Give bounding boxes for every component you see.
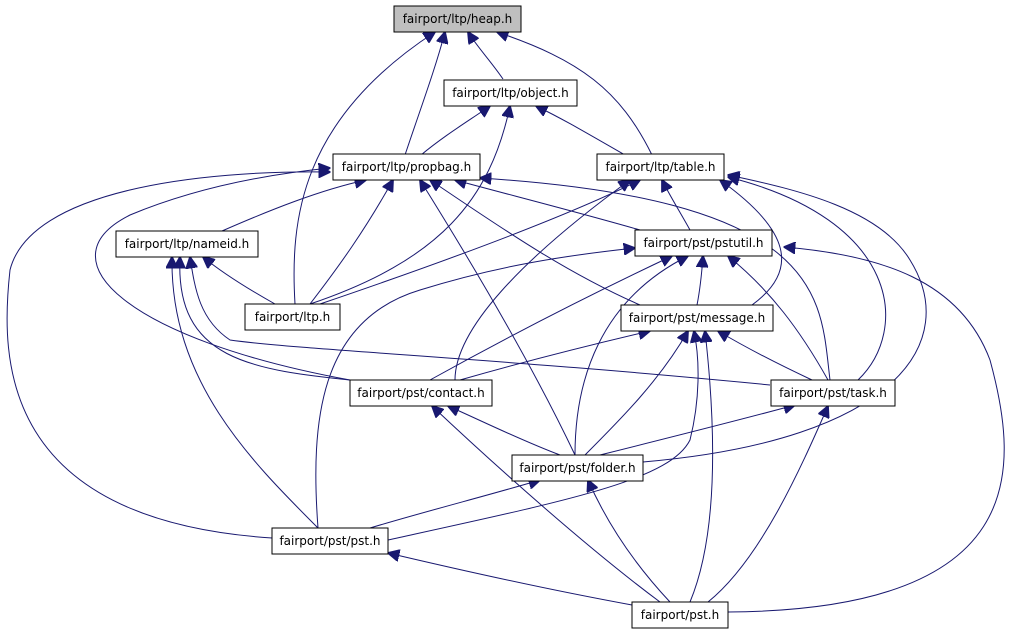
edge-contact-to-propbag — [95, 168, 351, 381]
edge-folder-to-contact — [448, 406, 561, 456]
node-heap-label: fairport/ltp/heap.h — [403, 12, 513, 26]
edge-pst_pst-to-propbag — [6, 172, 330, 539]
node-pstutil[interactable]: fairport/pst/pstutil.h — [634, 229, 773, 257]
node-pst_pst[interactable]: fairport/pst/pst.h — [271, 527, 389, 555]
node-pstutil-box — [634, 229, 773, 257]
edge-message-to-propbag — [430, 180, 641, 306]
node-folder-label: fairport/pst/folder.h — [519, 461, 635, 475]
edge-contact-to-message — [459, 331, 650, 381]
edge-contact-to-nameid — [180, 257, 361, 382]
node-folder[interactable]: fairport/pst/folder.h — [511, 454, 644, 482]
edge-folder-to-message — [584, 331, 688, 456]
edge-nameid-to-propbag — [221, 180, 366, 232]
node-task[interactable]: fairport/pst/task.h — [770, 379, 896, 407]
edge-folder-to-task — [599, 405, 795, 456]
edge-pst_pst-to-pstutil — [315, 248, 635, 529]
node-object-box — [443, 79, 578, 107]
node-contact[interactable]: fairport/pst/contact.h — [349, 379, 493, 407]
edge-task-to-nameid — [190, 257, 771, 386]
edge-ltp-to-table — [319, 180, 640, 305]
edge-propbag-to-object — [420, 106, 490, 156]
node-contact-label: fairport/pst/contact.h — [357, 386, 484, 400]
node-message-label: fairport/pst/message.h — [629, 311, 765, 325]
node-message-box — [620, 304, 774, 332]
edge-pst_pst-to-message — [387, 331, 698, 541]
node-message[interactable]: fairport/pst/message.h — [620, 304, 774, 332]
node-ltp-box — [244, 303, 341, 331]
node-nameid-label: fairport/ltp/nameid.h — [125, 237, 250, 251]
node-heap-box — [393, 5, 522, 33]
edge-contact-to-table — [454, 180, 630, 381]
node-task-label: fairport/pst/task.h — [779, 386, 887, 400]
edge-ltp-to-propbag — [309, 180, 393, 305]
edge-pst-to-message — [689, 331, 714, 603]
node-pst-box — [631, 601, 729, 629]
node-contact-box — [349, 379, 493, 407]
edge-pst-to-folder — [588, 480, 671, 603]
edge-pst-to-pst_pst — [388, 553, 633, 606]
edge-task-to-table — [728, 177, 887, 381]
node-nameid[interactable]: fairport/ltp/nameid.h — [115, 230, 259, 258]
node-propbag-box — [332, 153, 481, 181]
edge-pst-to-pstutil — [727, 247, 1005, 613]
node-pst-label: fairport/pst.h — [641, 608, 719, 622]
node-propbag-label: fairport/ltp/propbag.h — [342, 160, 471, 174]
header-nodes: fairport/ltp/heap.h fairport/ltp/object.… — [115, 5, 896, 629]
node-object[interactable]: fairport/ltp/object.h — [443, 79, 578, 107]
edge-task-to-pstutil — [728, 256, 829, 381]
edge-pstutil-to-propbag — [455, 180, 641, 231]
edge-contact-to-pstutil — [429, 256, 672, 381]
node-heap[interactable]: fairport/ltp/heap.h — [393, 5, 522, 33]
edge-pst_pst-to-nameid — [172, 257, 319, 529]
node-table-label: fairport/ltp/table.h — [606, 160, 716, 174]
node-object-label: fairport/ltp/object.h — [452, 86, 569, 100]
edge-pstutil-to-table — [662, 180, 691, 231]
edge-task-to-message — [718, 331, 813, 381]
node-pstutil-label: fairport/pst/pstutil.h — [643, 236, 763, 250]
edge-message-to-pstutil — [697, 256, 703, 306]
dependency-edges — [6, 32, 1005, 613]
edge-folder-to-propbag — [420, 180, 576, 456]
edge-table-to-object — [536, 106, 626, 156]
edge-folder-to-table — [642, 175, 927, 463]
node-nameid-box — [115, 230, 259, 258]
edge-ltp-to-object — [309, 106, 510, 305]
edge-pst-to-task — [707, 406, 828, 603]
node-table[interactable]: fairport/ltp/table.h — [596, 153, 725, 181]
edge-ltp-to-nameid — [203, 257, 276, 305]
edge-object-to-heap — [468, 32, 504, 80]
edge-folder-to-pstutil — [574, 256, 688, 456]
node-table-box — [596, 153, 725, 181]
node-propbag[interactable]: fairport/ltp/propbag.h — [332, 153, 481, 181]
edge-pst_pst-to-folder — [369, 480, 540, 529]
node-folder-box — [511, 454, 644, 482]
node-pst_pst-box — [271, 527, 389, 555]
edge-table-to-heap — [497, 32, 653, 156]
edge-propbag-to-heap — [404, 32, 445, 156]
edge-pst-to-contact — [432, 406, 661, 603]
node-ltp-label: fairport/ltp.h — [255, 310, 331, 324]
node-pst[interactable]: fairport/pst.h — [631, 601, 729, 629]
edge-task-to-propbag — [480, 178, 831, 381]
node-pst_pst-label: fairport/pst/pst.h — [279, 534, 380, 548]
node-task-box — [770, 379, 896, 407]
node-ltp[interactable]: fairport/ltp.h — [244, 303, 341, 331]
